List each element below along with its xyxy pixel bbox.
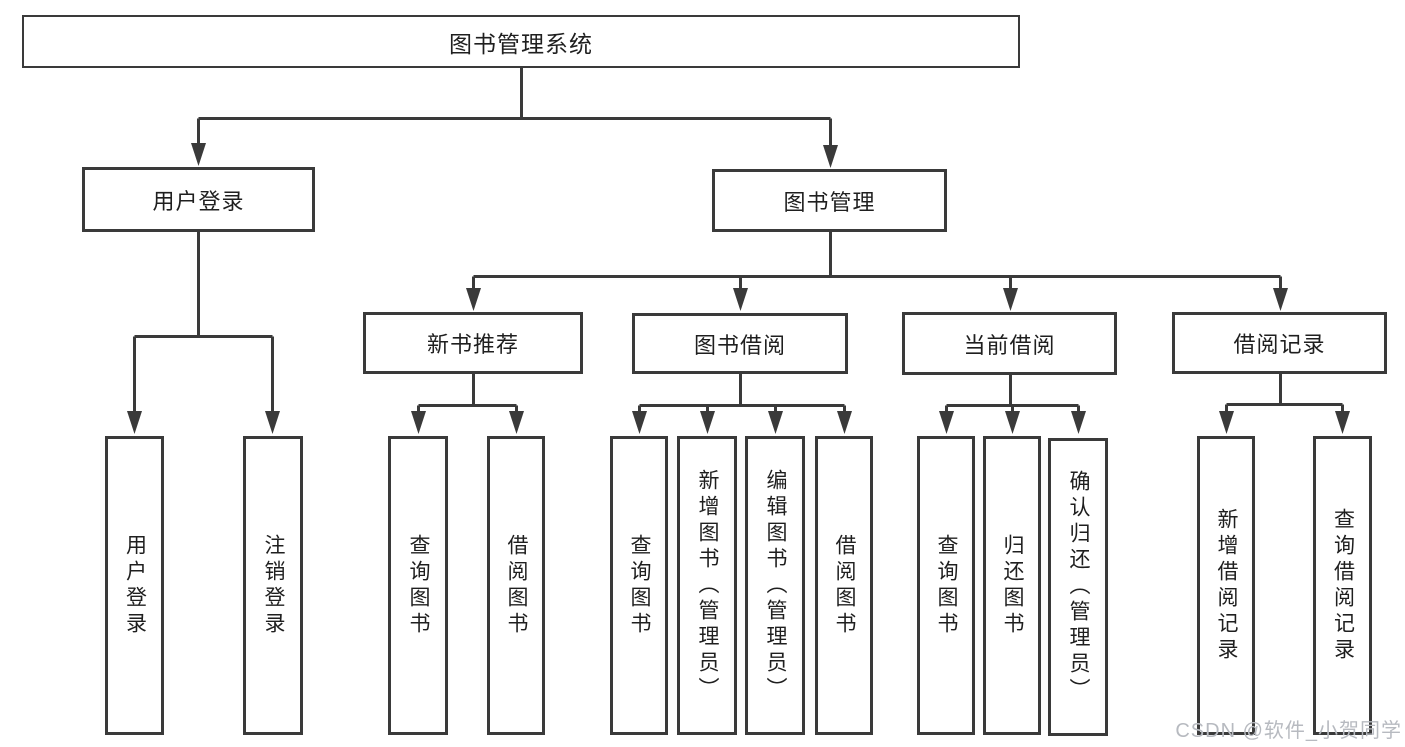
leaf-borrow-book-2: 借阅图书 [815,436,873,735]
arrowheads [127,143,1350,434]
leaf-query-book-1: 查询图书 [388,436,448,735]
leaf-return-book: 归还图书 [983,436,1041,735]
leaf-label: 注销登录 [262,533,286,638]
leaf-label: 查询图书 [407,533,431,638]
node-new-book-recommend: 新书推荐 [363,312,583,374]
leaf-label: 新增图书（管理员） [696,468,720,703]
node-label: 图书管理 [783,189,876,215]
node-current-borrow: 当前借阅 [902,312,1117,375]
leaf-query-borrow-record: 查询借阅记录 [1313,436,1372,735]
leaf-borrow-book-1: 借阅图书 [487,436,545,735]
leaf-edit-book-admin: 编辑图书（管理员） [745,436,805,735]
leaf-add-borrow-record: 新增借阅记录 [1197,436,1255,735]
node-label: 新书推荐 [426,332,519,357]
node-label: 当前借阅 [963,332,1056,358]
leaf-label: 查询借阅记录 [1331,507,1355,664]
leaf-label: 归还图书 [1001,533,1025,638]
leaf-label: 用户登录 [123,533,147,638]
node-book-borrow: 图书借阅 [632,313,848,374]
node-label: 图书借阅 [693,332,786,358]
node-borrow-record: 借阅记录 [1172,312,1387,374]
csdn-watermark: CSDN @软件_小贺同学 [1175,720,1402,742]
leaf-label: 确认归还（管理员） [1067,470,1091,704]
leaf-confirm-return-admin: 确认归还（管理员） [1048,438,1108,736]
leaf-query-book-2: 查询图书 [610,436,668,735]
leaf-add-book-admin: 新增图书（管理员） [677,436,737,735]
node-label: 图书管理系统 [449,30,593,57]
leaf-label: 借阅图书 [505,533,529,638]
leaf-logout: 注销登录 [243,436,303,735]
node-library-management-system: 图书管理系统 [22,15,1020,68]
leaf-user-login: 用户登录 [105,436,164,735]
node-label: 用户登录 [152,188,245,214]
leaf-label: 编辑图书（管理员） [764,468,788,703]
node-user-login: 用户登录 [82,167,315,232]
leaf-label: 新增借阅记录 [1215,507,1239,664]
leaf-label: 借阅图书 [833,533,857,638]
leaf-label: 查询图书 [935,533,959,638]
leaf-query-book-3: 查询图书 [917,436,975,735]
node-book-management: 图书管理 [712,169,947,232]
leaf-label: 查询图书 [628,533,652,638]
node-label: 借阅记录 [1233,332,1326,357]
